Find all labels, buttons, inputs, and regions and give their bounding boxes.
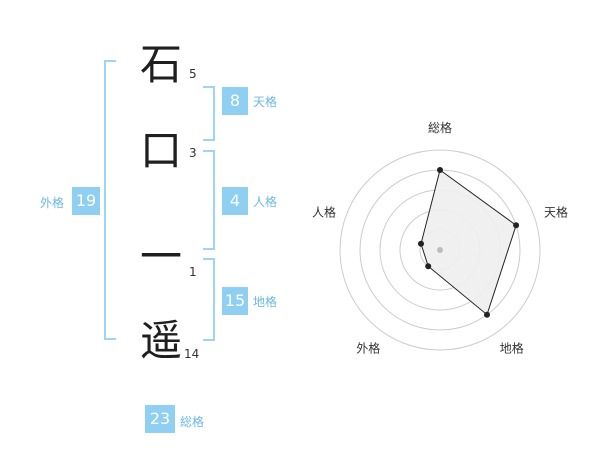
- radar-point-1: [437, 167, 443, 173]
- radar-axis-label-4: 外格: [356, 341, 380, 356]
- radar-axis-label-5: 人格: [312, 204, 336, 219]
- chikaku-bracket: [203, 258, 215, 341]
- name-char-4: 遥: [140, 316, 183, 365]
- stroke-count-3: 1: [189, 265, 197, 279]
- stroke-count-2: 3: [189, 146, 197, 160]
- chikaku-badge: 15: [222, 287, 248, 315]
- radar-axis-label-3: 地格: [500, 341, 524, 356]
- tenkaku-bracket: [203, 86, 215, 141]
- jinkaku-label: 人格: [253, 195, 278, 209]
- jinkaku-bracket: [203, 150, 215, 250]
- stroke-count-1: 5: [189, 67, 197, 81]
- gaikaku-label: 外格: [40, 196, 65, 210]
- soukaku-badge: 23: [145, 405, 175, 433]
- stroke-count-4: 14: [184, 347, 200, 361]
- jinkaku-badge: 4: [222, 187, 248, 215]
- radar-point-5: [418, 240, 424, 247]
- radar-axis-label-1: 総格: [428, 120, 452, 135]
- tenkaku-badge: 8: [222, 87, 248, 115]
- tenkaku-label: 天格: [253, 95, 278, 109]
- name-char-3: 一: [140, 232, 183, 281]
- soukaku-label: 総格: [180, 415, 205, 429]
- radar-axis-label-2: 天格: [544, 204, 568, 219]
- gaikaku-bracket: [104, 60, 116, 340]
- radar-point-4: [425, 263, 432, 270]
- radar-point-3: [484, 311, 490, 318]
- chikaku-label: 地格: [253, 295, 278, 309]
- radar-ring-5: [339, 149, 541, 351]
- radar-point-2: [513, 222, 520, 229]
- radar-center-dot: [437, 247, 443, 253]
- name-char-1: 石: [140, 40, 183, 89]
- radar-series-polygon: [420, 169, 517, 316]
- name-char-2: 口: [140, 126, 183, 175]
- gaikaku-badge: 19: [72, 187, 100, 215]
